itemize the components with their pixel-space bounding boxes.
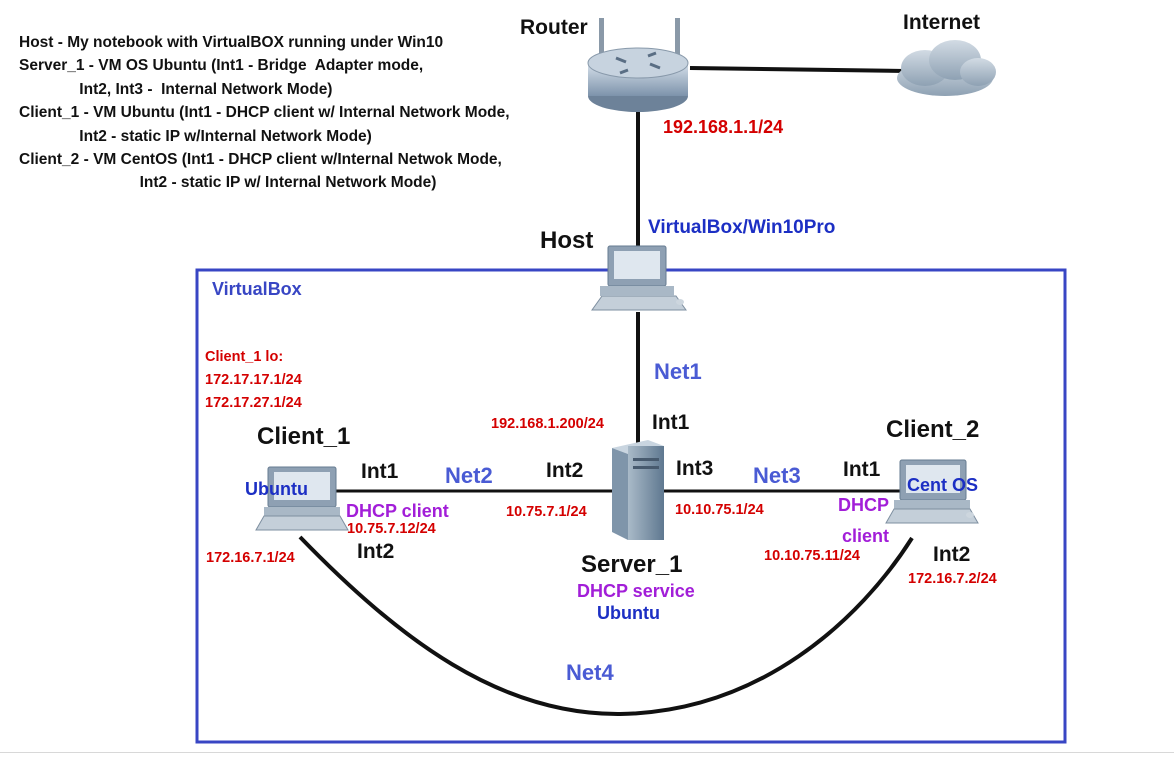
- server-1-int3-ip: 10.10.75.1/24: [675, 502, 764, 518]
- server-1-int1-ip: 192.168.1.200/24: [491, 416, 604, 432]
- client-1-int1: Int1: [361, 460, 399, 483]
- client-1-lo-title: Client_1 lo:: [205, 349, 284, 365]
- net4-label: Net4: [566, 660, 614, 685]
- router-icon: [587, 18, 689, 112]
- server-1-service: DHCP service: [577, 581, 695, 601]
- legend-line: Int2 - static IP w/ Internal Network Mod…: [19, 174, 437, 192]
- client-1-int2-ip: 172.16.7.1/24: [206, 550, 295, 566]
- server-1-int1: Int1: [652, 411, 690, 434]
- client-2-label: Client_2: [886, 416, 980, 443]
- server-1-int2-ip: 10.75.7.1/24: [506, 504, 587, 520]
- host-computer-icon: [591, 245, 687, 311]
- internet-label: Internet: [903, 11, 981, 34]
- router-ip: 192.168.1.1/24: [663, 117, 784, 137]
- net1-label: Net1: [654, 359, 702, 384]
- link-router-internet: [689, 66, 906, 73]
- legend-line: Client_2 - VM CentOS (Int1 - DHCP client…: [19, 150, 502, 168]
- client-2-int1-role-1: DHCP: [838, 495, 890, 515]
- virtualbox-label: VirtualBox: [212, 279, 302, 299]
- legend-line: Int2, Int3 - Internal Network Mode): [19, 80, 333, 98]
- host-label: Host: [540, 227, 594, 254]
- client-1-os: Ubuntu: [245, 479, 308, 499]
- client-2-int1-ip: 10.10.75.11/24: [764, 548, 860, 564]
- legend-line: Server_1 - VM OS Ubuntu (Int1 - Bridge A…: [19, 57, 424, 75]
- bottom-divider: [0, 752, 1174, 753]
- host-platform: VirtualBox/Win10Pro: [648, 217, 836, 238]
- server-1-int3: Int3: [676, 457, 714, 480]
- client-1-label: Client_1: [257, 423, 351, 450]
- legend: Host - My notebook with VirtualBOX runni…: [19, 31, 510, 195]
- client-2-int1: Int1: [843, 458, 881, 481]
- cloud-icon: [897, 40, 996, 96]
- legend-line: Client_1 - VM Ubuntu (Int1 - DHCP client…: [19, 104, 510, 122]
- net3-label: Net3: [753, 463, 801, 488]
- client-2-computer-icon: [885, 459, 979, 524]
- legend-line: Int2 - static IP w/Internal Network Mode…: [19, 127, 372, 145]
- client-2-int2: Int2: [933, 543, 971, 566]
- client-1-computer-icon: [255, 466, 349, 531]
- client-2-int1-role-2: client: [842, 526, 890, 546]
- client-2-os: Cent OS: [907, 475, 979, 495]
- server-1-label: Server_1: [581, 551, 683, 578]
- server-1-os: Ubuntu: [597, 603, 660, 623]
- server-icon: [612, 440, 664, 540]
- client-1-int1-role: DHCP client: [346, 501, 449, 521]
- client-1-lo-ip1: 172.17.17.1/24: [205, 372, 302, 388]
- link-net4: [298, 535, 914, 717]
- client-1-int1-ip: 10.75.7.12/24: [347, 521, 436, 537]
- client-1-int2: Int2: [357, 540, 395, 563]
- client-1-lo-ip2: 172.17.27.1/24: [205, 395, 302, 411]
- net2-label: Net2: [445, 463, 493, 488]
- router-label: Router: [520, 16, 588, 39]
- legend-line: Host - My notebook with VirtualBOX runni…: [19, 34, 444, 51]
- server-1-int2: Int2: [546, 459, 584, 482]
- client-2-int2-ip: 172.16.7.2/24: [908, 571, 997, 587]
